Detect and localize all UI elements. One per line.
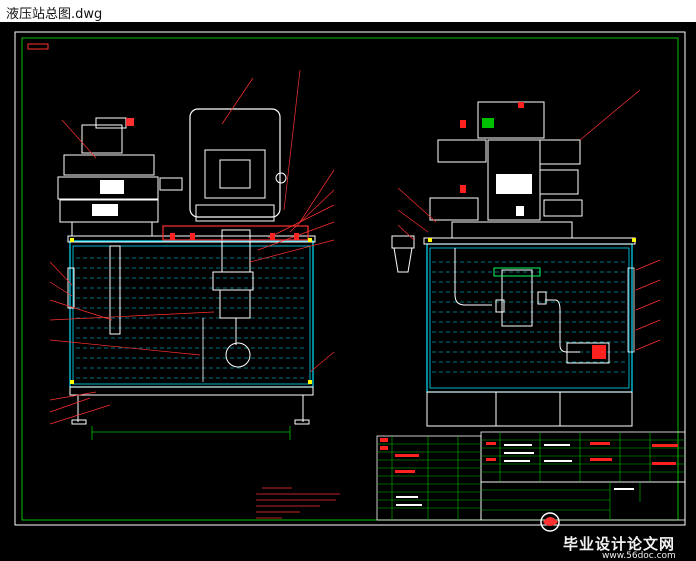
left-tank-base — [69, 386, 314, 396]
left-yellow-marks — [70, 238, 312, 384]
left-motor-flange — [162, 225, 309, 241]
right-pipe-1 — [454, 248, 492, 306]
right-tank-lid — [423, 237, 636, 245]
drawing-code-box — [27, 43, 49, 50]
right-level-gauge — [627, 267, 635, 353]
bom-grid — [377, 432, 685, 520]
left-leader-lines — [49, 69, 335, 425]
window-title-bar: 液压站总图.dwg — [0, 0, 696, 23]
bom-white-text — [396, 444, 634, 506]
left-oil-lines — [76, 257, 307, 379]
left-motor-body — [189, 108, 281, 218]
left-pump-body — [212, 271, 254, 291]
left-tank-inner — [72, 245, 311, 385]
left-valve-stack — [57, 117, 159, 237]
bom-red-text — [380, 438, 678, 473]
technical-notes — [256, 487, 340, 519]
right-leader-lines — [397, 89, 661, 351]
left-lid-fasteners — [170, 233, 299, 240]
right-tank-base — [426, 391, 633, 427]
right-valve-label-plate — [496, 174, 532, 194]
bom-table — [376, 431, 686, 521]
right-yellow-marks — [428, 238, 636, 242]
left-coupling — [221, 229, 251, 273]
left-return-pipe — [109, 245, 121, 335]
left-suction-filter — [225, 342, 251, 368]
drawing-border-outer — [14, 31, 686, 526]
right-valve-block — [429, 101, 583, 239]
right-breather — [391, 235, 415, 249]
watermark-logo — [540, 512, 560, 532]
right-pump-column — [501, 269, 533, 327]
left-level-gauge — [67, 267, 75, 309]
drawing-border-inner — [21, 37, 679, 521]
watermark-url: www.56doc.com — [602, 551, 676, 561]
window-title: 液压站总图.dwg — [6, 7, 103, 22]
right-pipe-2 — [545, 299, 580, 353]
drawing-svg — [14, 31, 686, 532]
cad-drawing-canvas[interactable]: 毕业设计论文网 www.56doc.com — [0, 22, 696, 561]
left-tank-outline — [69, 240, 314, 388]
left-valve-solenoid — [100, 180, 124, 194]
right-filter — [566, 342, 610, 364]
right-red-details — [460, 102, 524, 193]
right-tank-outline — [426, 243, 633, 393]
